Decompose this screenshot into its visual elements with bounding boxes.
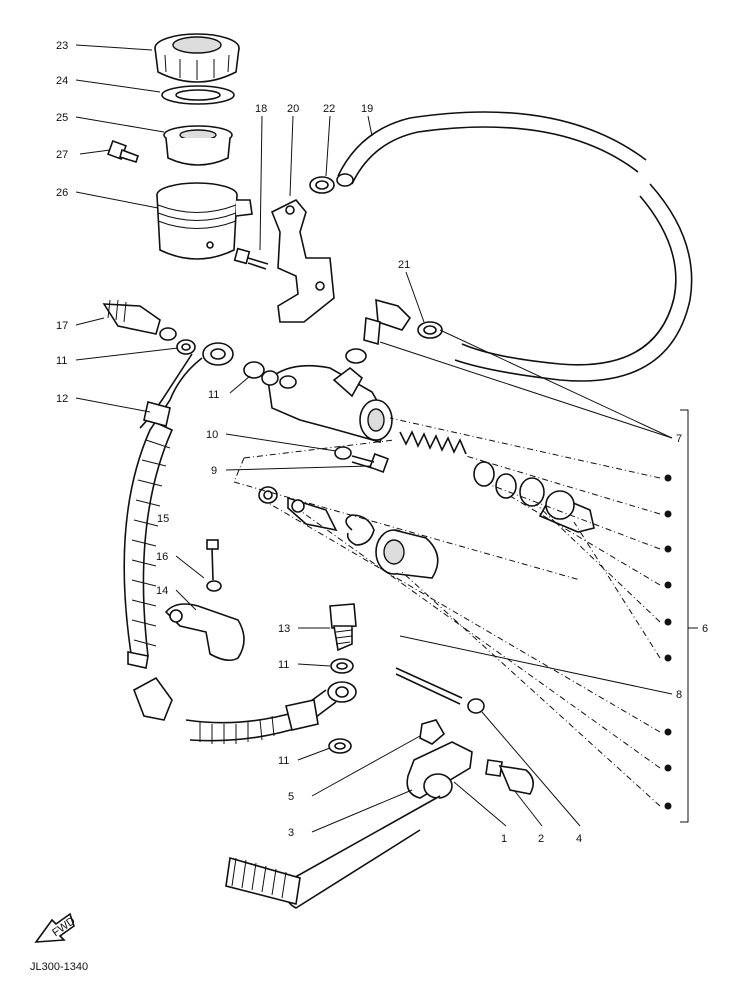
label-20: 20 <box>287 103 299 115</box>
leader-lines <box>75 44 673 833</box>
label-3: 3 <box>288 827 294 839</box>
label-24: 24 <box>56 75 68 87</box>
label-9: 9 <box>211 465 217 477</box>
label-15: 15 <box>157 513 169 525</box>
label-11-c: 11 <box>278 659 289 671</box>
banjo-lower <box>327 681 357 703</box>
copper-washer-top <box>176 339 196 355</box>
guide-screw <box>206 539 222 592</box>
reservoir-plate <box>163 125 233 166</box>
circlip <box>345 514 375 546</box>
label-26: 26 <box>56 187 68 199</box>
hose-clamp-upper <box>309 176 335 194</box>
label-6: 6 <box>702 623 708 635</box>
label-10: 10 <box>206 429 218 441</box>
label-11-b: 11 <box>208 389 219 401</box>
label-13: 13 <box>278 623 290 635</box>
reservoir-cap <box>154 33 240 83</box>
push-rod <box>395 667 485 714</box>
label-17: 17 <box>56 320 68 332</box>
banjo-fitting <box>202 342 279 386</box>
fwd-label: FWD <box>50 915 77 939</box>
kit-bracket <box>680 409 698 823</box>
union-bolt <box>329 603 357 652</box>
label-22: 22 <box>323 103 335 115</box>
brake-switch <box>102 299 177 341</box>
kit-dash-lines <box>233 417 661 807</box>
label-8: 8 <box>676 689 682 701</box>
label-16: 16 <box>156 551 168 563</box>
piston-cup <box>473 461 545 507</box>
kit-washer <box>258 486 278 504</box>
label-1: 1 <box>501 833 507 845</box>
reservoir-diaphragm <box>161 85 235 105</box>
label-14: 14 <box>156 585 168 597</box>
mounting-bracket <box>270 199 335 323</box>
pedal-bolt <box>485 759 534 795</box>
label-7: 7 <box>676 433 682 445</box>
brake-pedal <box>225 741 473 909</box>
pushrod-piston <box>287 496 338 532</box>
hose-clamp-lower <box>417 321 443 339</box>
lower-hose <box>133 676 337 744</box>
label-12: 12 <box>56 393 68 405</box>
reservoir-hose <box>336 111 693 382</box>
master-cylinder <box>267 364 393 443</box>
label-19: 19 <box>361 103 373 115</box>
boot <box>375 529 439 579</box>
forward-arrow-icon: FWD <box>34 912 78 943</box>
label-18: 18 <box>255 103 267 115</box>
brake-hose <box>123 353 203 669</box>
label-27: 27 <box>56 149 68 161</box>
label-2: 2 <box>538 833 544 845</box>
label-23: 23 <box>56 40 68 52</box>
return-spring <box>399 430 467 455</box>
part-labels: 23 24 25 27 26 18 20 22 19 21 17 11 11 1… <box>56 40 708 845</box>
bracket-bolt <box>233 247 269 270</box>
hose-joint <box>345 298 412 364</box>
label-11-d: 11 <box>278 755 289 767</box>
label-21: 21 <box>398 259 410 271</box>
hose-guide <box>164 603 245 662</box>
mc-bolt <box>351 453 389 473</box>
reservoir-tank <box>156 182 253 260</box>
reservoir-bolt <box>107 140 140 163</box>
label-4: 4 <box>576 833 582 845</box>
nut <box>419 719 446 745</box>
diagram-code: JL300-1340 <box>30 961 88 973</box>
mc-washer <box>334 446 352 460</box>
kit-dots <box>664 474 672 810</box>
label-11-a: 11 <box>56 355 67 367</box>
piston <box>538 490 595 533</box>
label-5: 5 <box>288 791 294 803</box>
label-25: 25 <box>56 112 68 124</box>
copper-washer-lower <box>328 658 354 754</box>
